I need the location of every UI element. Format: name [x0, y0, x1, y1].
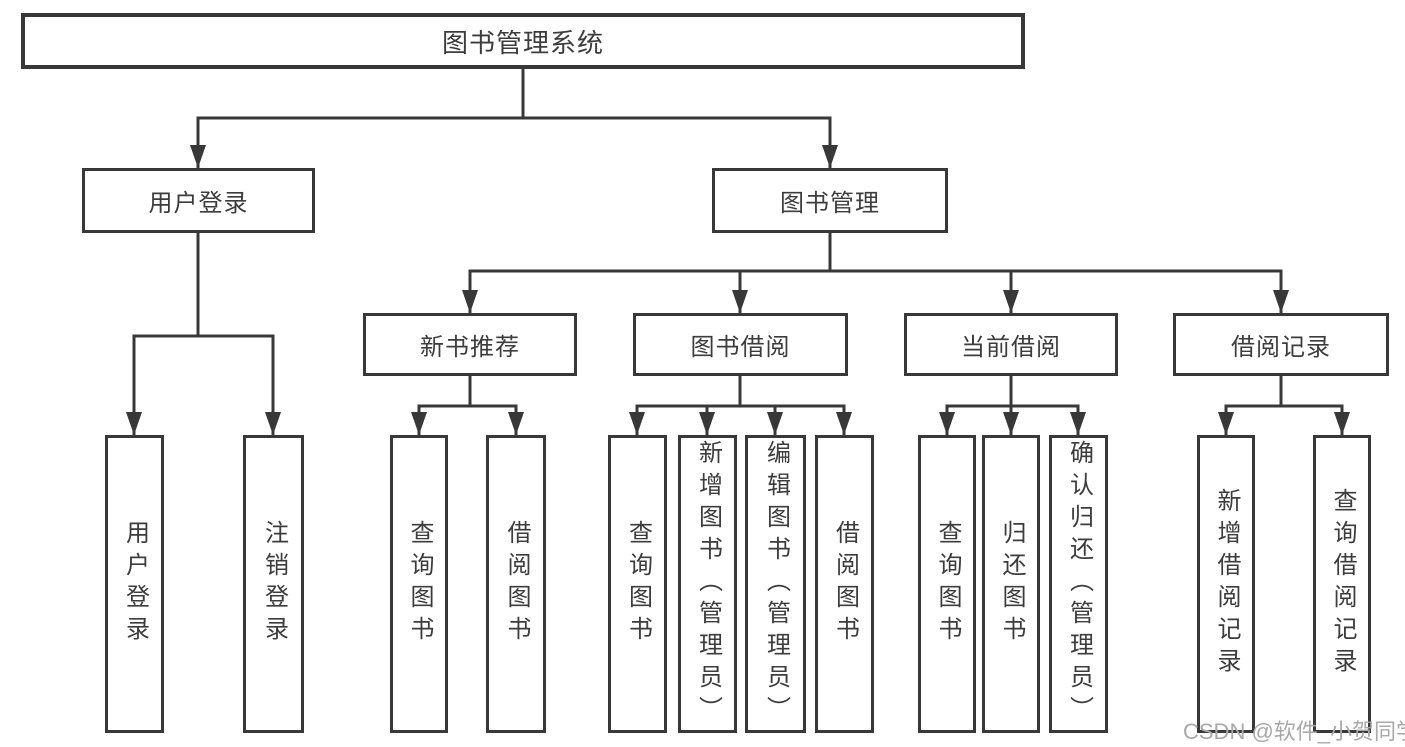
node-label: 借阅记录 [1231, 334, 1331, 361]
node-label: 新增图书（管理员） [694, 440, 722, 728]
node-label: 图书借阅 [690, 334, 791, 361]
node-user-login: 用户登录 [82, 168, 315, 233]
node-leaf-borrow-query-books: 查询图书 [608, 435, 667, 733]
node-leaf-current-confirm-return-admin: 确认归还（管理员） [1049, 435, 1108, 733]
node-leaf-borrow-edit-books-admin: 编辑图书（管理员） [745, 435, 806, 733]
node-label: 新增借阅记录 [1213, 488, 1240, 680]
node-label: 查询图书 [406, 520, 433, 648]
node-label: 用户登录 [148, 190, 249, 217]
node-label: 当前借阅 [961, 334, 1061, 361]
node-label: 用户登录 [121, 520, 149, 648]
node-leaf-borrow-borrow-books: 借阅图书 [815, 435, 874, 733]
node-new-book-recommend: 新书推荐 [363, 313, 577, 376]
connector-borrow-records-branch [1218, 374, 1350, 437]
connector-book-borrow-branch [629, 374, 852, 437]
node-leaf-records-query-record: 查询借阅记录 [1313, 435, 1371, 733]
node-label: 新书推荐 [420, 334, 520, 361]
connector-user-login-branch [126, 231, 281, 437]
node-book-borrow: 图书借阅 [633, 313, 848, 376]
node-label: 查询图书 [934, 520, 961, 648]
node-label: 借阅图书 [503, 520, 530, 648]
node-leaf-recommend-query-books: 查询图书 [390, 435, 448, 733]
connector-book-mgmt-branch [462, 231, 1289, 315]
node-current-borrow: 当前借阅 [904, 313, 1118, 376]
node-leaf-user-login: 用户登录 [105, 435, 164, 733]
node-borrow-records: 借阅记录 [1173, 313, 1389, 376]
node-leaf-current-query-books: 查询图书 [918, 435, 976, 733]
connector-current-borrow-branch [939, 374, 1086, 437]
csdn-watermark: CSDN @软件_小贺同学 [1183, 719, 1405, 744]
connector-new-book-branch [411, 374, 524, 437]
node-leaf-records-add-record: 新增借阅记录 [1197, 435, 1255, 733]
node-label: 图书管理系统 [441, 27, 604, 58]
node-leaf-recommend-borrow-books: 借阅图书 [486, 435, 546, 733]
node-label: 归还图书 [998, 520, 1025, 648]
node-book-management: 图书管理 [712, 168, 948, 233]
node-label: 查询借阅记录 [1329, 488, 1356, 680]
connector-root-to-level2 [190, 67, 838, 170]
node-leaf-current-return-books: 归还图书 [982, 435, 1040, 733]
node-leaf-logout: 注销登录 [243, 435, 304, 733]
node-label: 注销登录 [260, 520, 288, 648]
node-leaf-borrow-add-books-admin: 新增图书（管理员） [678, 435, 737, 733]
node-label: 查询图书 [624, 520, 652, 648]
node-root-system: 图书管理系统 [21, 13, 1025, 69]
node-label: 图书管理 [780, 190, 880, 217]
node-label: 确认归还（管理员） [1065, 440, 1093, 728]
node-label: 编辑图书（管理员） [762, 440, 790, 728]
node-label: 借阅图书 [831, 520, 859, 648]
